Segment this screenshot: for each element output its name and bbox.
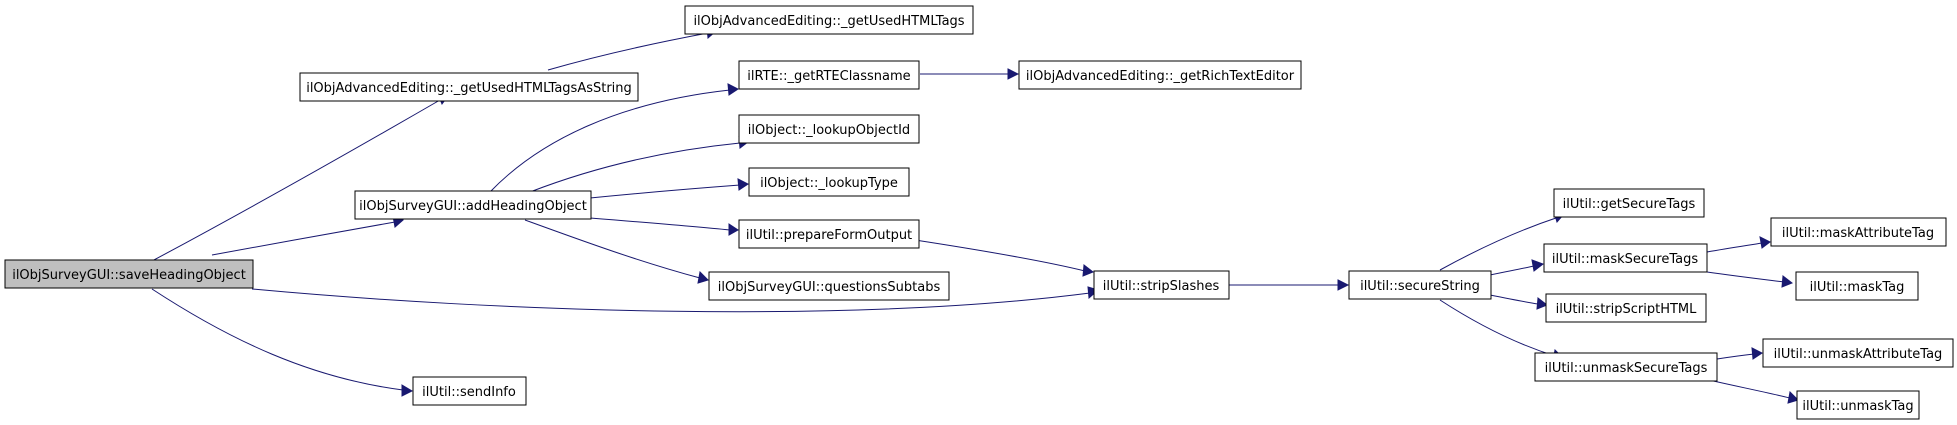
- node-label: ilObjAdvancedEditing::_getUsedHTMLTagsAs…: [306, 81, 632, 96]
- edge-n3-n4: [489, 83, 739, 193]
- edge-n3-n8: [589, 217, 739, 236]
- edge-n11-n16: [1489, 294, 1548, 310]
- edge-n13-n15: [1706, 271, 1793, 288]
- node-label: ilRTE::_getRTEClassname: [747, 69, 910, 84]
- node-label: ilObjAdvancedEditing::_getRichTextEditor: [1026, 69, 1295, 84]
- edge-n0-n3: [211, 215, 404, 256]
- node-secure-string[interactable]: ilUtil::secureString: [1348, 270, 1492, 300]
- edge-n3-n9: [524, 219, 709, 284]
- node-add-heading-object[interactable]: ilObjSurveyGUI::addHeadingObject: [354, 190, 592, 220]
- node-label: ilUtil::maskAttributeTag: [1782, 226, 1934, 241]
- edge-n3-n7: [589, 178, 749, 199]
- node-label: ilUtil::maskSecureTags: [1552, 252, 1698, 267]
- node-send-info[interactable]: ilUtil::sendInfo: [412, 376, 527, 406]
- node-get-rte-classname[interactable]: ilRTE::_getRTEClassname: [738, 60, 920, 90]
- node-mask-secure-tags[interactable]: ilUtil::maskSecureTags: [1543, 243, 1708, 273]
- node-unmask-tag[interactable]: ilUtil::unmaskTag: [1796, 390, 1920, 420]
- node-strip-script-html[interactable]: ilUtil::stripScriptHTML: [1545, 293, 1707, 323]
- edge-n17-n19: [1699, 377, 1799, 404]
- node-save-heading-object[interactable]: ilObjSurveyGUI::saveHeadingObject: [4, 259, 254, 289]
- node-label: ilObject::_lookupObjectId: [748, 123, 910, 138]
- edge-n11-n13: [1489, 259, 1545, 276]
- node-strip-slashes[interactable]: ilUtil::stripSlashes: [1093, 270, 1230, 300]
- nodes-layer: ilObjSurveyGUI::saveHeadingObject ilObjA…: [4, 5, 1954, 420]
- node-label: ilUtil::unmaskAttributeTag: [1774, 347, 1943, 362]
- edge-n11-n17: [1439, 299, 1564, 362]
- node-label: ilUtil::secureString: [1360, 279, 1480, 294]
- node-label: ilUtil::unmaskTag: [1802, 399, 1913, 414]
- edge-n0-n10: [251, 286, 1100, 313]
- edge-n4-n5: [920, 68, 1020, 80]
- node-label: ilUtil::maskTag: [1810, 280, 1905, 295]
- edge-n8-n10: [914, 239, 1094, 277]
- node-label: ilUtil::unmaskSecureTags: [1545, 361, 1708, 376]
- edge-n3-n6: [529, 136, 749, 193]
- edge-n13-n14: [1706, 236, 1771, 253]
- node-label: ilObjSurveyGUI::questionsSubtabs: [718, 280, 941, 295]
- node-prepare-form-output[interactable]: ilUtil::prepareFormOutput: [738, 219, 920, 249]
- node-label: ilObjSurveyGUI::addHeadingObject: [359, 199, 587, 214]
- node-lookup-object-id[interactable]: ilObject::_lookupObjectId: [738, 114, 920, 144]
- node-label: ilUtil::prepareFormOutput: [746, 228, 912, 243]
- node-get-used-html-tags[interactable]: ilObjAdvancedEditing::_getUsedHTMLTags: [684, 5, 974, 35]
- node-label: ilUtil::sendInfo: [422, 385, 516, 400]
- edge-n0-n20: [151, 288, 414, 397]
- node-label: ilUtil::getSecureTags: [1563, 197, 1696, 212]
- node-label: ilObjSurveyGUI::saveHeadingObject: [12, 268, 246, 283]
- edge-n10-n11: [1229, 279, 1350, 291]
- node-lookup-type[interactable]: ilObject::_lookupType: [748, 167, 910, 197]
- node-get-rich-text-editor[interactable]: ilObjAdvancedEditing::_getRichTextEditor: [1018, 60, 1302, 90]
- node-label: ilObject::_lookupType: [760, 176, 898, 191]
- node-mask-tag[interactable]: ilUtil::maskTag: [1795, 271, 1919, 301]
- node-label: ilUtil::stripSlashes: [1103, 279, 1220, 294]
- node-unmask-attribute-tag[interactable]: ilUtil::unmaskAttributeTag: [1762, 338, 1954, 368]
- node-get-used-html-tags-as-string[interactable]: ilObjAdvancedEditing::_getUsedHTMLTagsAs…: [299, 72, 639, 102]
- edge-n0-n1: [151, 93, 449, 262]
- node-mask-attribute-tag[interactable]: ilUtil::maskAttributeTag: [1770, 217, 1947, 247]
- node-label: ilObjAdvancedEditing::_getUsedHTMLTags: [693, 14, 964, 29]
- edge-n17-n18: [1716, 347, 1763, 360]
- node-unmask-secure-tags[interactable]: ilUtil::unmaskSecureTags: [1534, 352, 1718, 382]
- node-get-secure-tags[interactable]: ilUtil::getSecureTags: [1553, 188, 1705, 218]
- node-label: ilUtil::stripScriptHTML: [1556, 302, 1698, 317]
- node-questions-subtabs[interactable]: ilObjSurveyGUI::questionsSubtabs: [708, 271, 950, 301]
